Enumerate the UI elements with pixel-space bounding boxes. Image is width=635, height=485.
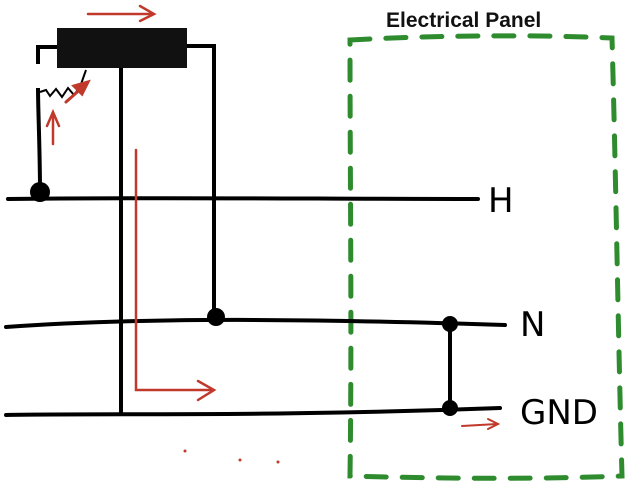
current-arrow-panel-ground	[461, 418, 501, 430]
speck	[276, 460, 280, 464]
speck	[183, 449, 187, 453]
neutral-junction	[207, 308, 225, 326]
neutral-label: N	[520, 305, 545, 345]
bond-node-ground	[442, 400, 458, 416]
current-arrow-up	[45, 108, 61, 146]
electrical-panel-boundary	[347, 33, 625, 481]
current-arrow-ground	[134, 148, 217, 402]
panel-title: Electrical Panel	[386, 9, 541, 32]
hot-feed-wire	[36, 45, 57, 193]
current-arrow-top	[86, 4, 157, 23]
bond-node-neutral	[442, 316, 458, 332]
hot-label: H	[488, 181, 514, 221]
neutral-return-wire	[187, 44, 216, 316]
hot-wire	[6, 196, 480, 201]
ground-wire	[4, 406, 502, 417]
speck	[238, 458, 242, 462]
current-arrow-fault	[64, 79, 91, 104]
neutral-wire	[4, 317, 507, 329]
hot-junction	[30, 182, 50, 202]
load-component	[57, 28, 187, 68]
ground-label: GND	[520, 393, 598, 433]
